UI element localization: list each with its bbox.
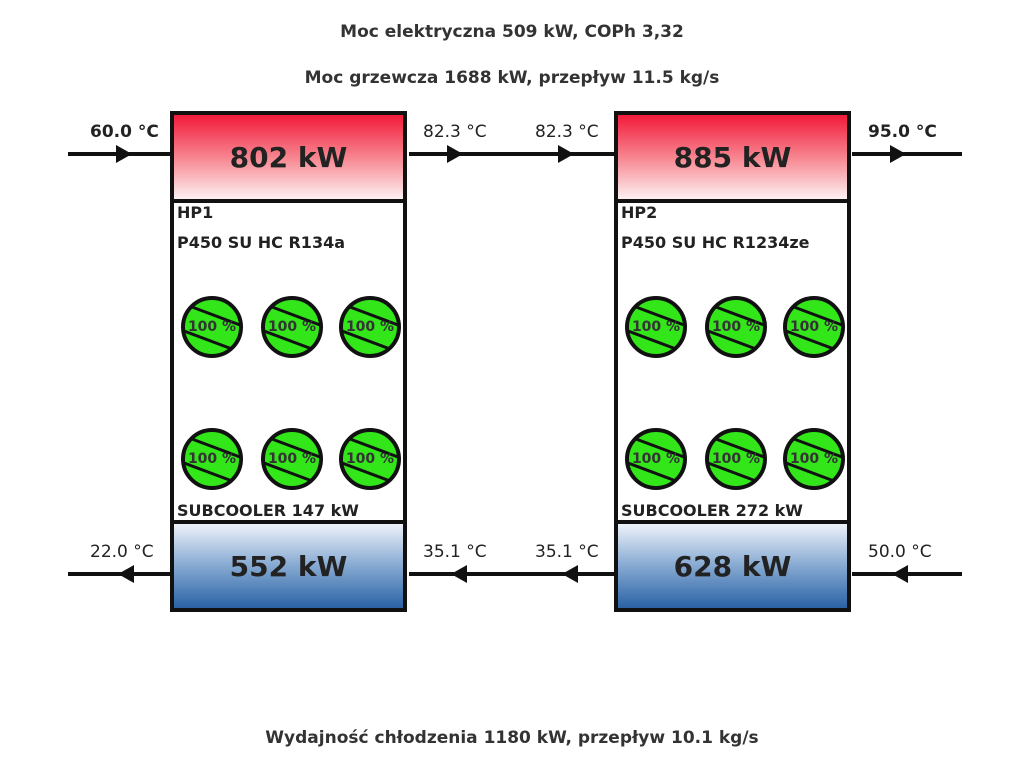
compressor-icon: 100 % — [704, 295, 768, 359]
compressor-icon: 100 % — [180, 295, 244, 359]
cold-mid-in-arrow-icon — [562, 565, 578, 583]
hot-outlet-arrow-icon — [890, 145, 906, 163]
hot-mid-pipe — [409, 152, 616, 156]
subcooler-2-label: SUBCOOLER 272 kW — [621, 501, 803, 520]
cold-mid-pipe — [409, 572, 616, 576]
cold-mid-out-arrow-icon — [451, 565, 467, 583]
unit-1-model: P450 SU HC R134a — [177, 233, 345, 252]
heating-power-title: Moc grzewcza 1688 kW, przepływ 11.5 kg/s — [304, 68, 720, 88]
hot-mid-in-arrow-icon — [558, 145, 574, 163]
evaporator-2: 628 kW — [618, 520, 847, 608]
cold-outlet-temp: 22.0 °C — [90, 542, 154, 562]
compressor-icon: 100 % — [260, 295, 324, 359]
heat-pump-unit-1: 802 kW HP1 P450 SU HC R134a 100 % 100 % … — [170, 111, 407, 612]
hot-mid-out-arrow-icon — [447, 145, 463, 163]
evaporator-2-power: 628 kW — [673, 549, 792, 583]
cold-inlet-temp: 50.0 °C — [868, 542, 932, 562]
compressor-load: 100 % — [631, 451, 681, 467]
condenser-2: 885 kW — [618, 115, 847, 203]
compressor-icon: 100 % — [782, 295, 846, 359]
compressor-load: 100 % — [631, 319, 681, 335]
unit-1-name: HP1 — [177, 203, 214, 222]
compressor-load: 100 % — [711, 319, 761, 335]
compressor-icon: 100 % — [704, 427, 768, 491]
evaporator-1: 552 kW — [174, 520, 403, 608]
compressor-load: 100 % — [267, 451, 317, 467]
cold-mid-in-temp: 35.1 °C — [535, 542, 599, 562]
cold-outlet-arrow-icon — [118, 565, 134, 583]
compressor-icon: 100 % — [260, 427, 324, 491]
cold-mid-out-temp: 35.1 °C — [423, 542, 487, 562]
compressor-load: 100 % — [345, 451, 395, 467]
compressor-load: 100 % — [711, 451, 761, 467]
compressor-icon: 100 % — [624, 427, 688, 491]
unit-2-model: P450 SU HC R1234ze — [621, 233, 810, 252]
compressor-icon: 100 % — [338, 427, 402, 491]
condenser-1: 802 kW — [174, 115, 403, 203]
electric-power-title: Moc elektryczna 509 kW, COPh 3,32 — [340, 22, 684, 42]
hot-inlet-temp: 60.0 °C — [90, 122, 159, 142]
hot-outlet-pipe — [852, 152, 962, 156]
compressor-icon: 100 % — [624, 295, 688, 359]
evaporator-1-power: 552 kW — [229, 549, 348, 583]
hot-inlet-arrow-icon — [116, 145, 132, 163]
cooling-capacity-title: Wydajność chłodzenia 1180 kW, przepływ 1… — [265, 728, 759, 748]
compressor-load: 100 % — [267, 319, 317, 335]
condenser-1-power: 802 kW — [229, 140, 348, 174]
compressor-load: 100 % — [789, 451, 839, 467]
compressor-icon: 100 % — [782, 427, 846, 491]
compressor-icon: 100 % — [338, 295, 402, 359]
hot-outlet-temp: 95.0 °C — [868, 122, 937, 142]
compressor-load: 100 % — [187, 319, 237, 335]
hot-mid-out-temp: 82.3 °C — [423, 122, 487, 142]
cold-inlet-arrow-icon — [892, 565, 908, 583]
compressor-icon: 100 % — [180, 427, 244, 491]
compressor-load: 100 % — [345, 319, 395, 335]
heat-pump-unit-2: 885 kW HP2 P450 SU HC R1234ze 100 % 100 … — [614, 111, 851, 612]
subcooler-1-label: SUBCOOLER 147 kW — [177, 501, 359, 520]
unit-2-name: HP2 — [621, 203, 658, 222]
compressor-load: 100 % — [187, 451, 237, 467]
hot-mid-in-temp: 82.3 °C — [535, 122, 599, 142]
condenser-2-power: 885 kW — [673, 140, 792, 174]
compressor-load: 100 % — [789, 319, 839, 335]
